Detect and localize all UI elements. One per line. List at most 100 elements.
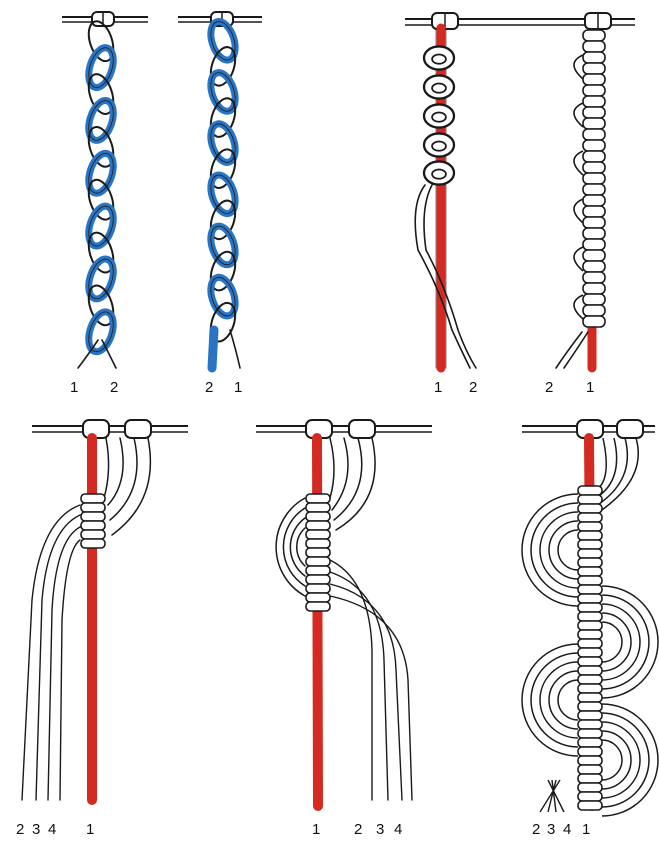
- half-hitch-coil: [583, 30, 605, 41]
- half-hitch-wrap: [306, 566, 330, 575]
- label-cord-1: 1: [312, 821, 320, 838]
- cord-end-1: [230, 330, 240, 368]
- half-hitch-coil: [583, 151, 605, 162]
- chain-loops: [84, 18, 118, 355]
- half-hitch-wrap: [81, 503, 105, 512]
- panel-4-vertical-half-hitch-complete: 2 1: [545, 13, 611, 396]
- half-hitch-wrap: [81, 494, 105, 503]
- half-hitch-wrap: [578, 495, 602, 504]
- half-hitch-wrap: [578, 720, 602, 729]
- half-hitch-bar: [81, 494, 105, 548]
- panel-2-alternating-half-hitch-chain: 2 1: [178, 12, 262, 396]
- fan-cords: [22, 438, 150, 800]
- wave-arc: [540, 662, 578, 738]
- half-hitch-wrap: [578, 711, 602, 720]
- wave-arc: [602, 713, 649, 807]
- wave-arc: [558, 530, 578, 570]
- half-hitch-wrap: [578, 783, 602, 792]
- half-hitch-wrap: [306, 557, 330, 566]
- lark-head-knot: [585, 13, 611, 29]
- half-hitch-wrap: [578, 693, 602, 702]
- half-hitch-wrap: [578, 792, 602, 801]
- fan-cord: [596, 438, 638, 514]
- stacked-half-hitches: [574, 30, 605, 327]
- half-hitch-coil: [583, 63, 605, 74]
- half-hitch-wrap: [306, 548, 330, 557]
- half-hitch-coil: [583, 272, 605, 283]
- label-cord-2: 2: [469, 379, 477, 396]
- wave-arc: [602, 622, 622, 662]
- half-hitch-wrap: [578, 612, 602, 621]
- half-hitch-wrap: [578, 513, 602, 522]
- panel-5-multi-cord-half-hitch-start: 2 3 4 1: [16, 420, 188, 838]
- half-hitch-coil: [583, 184, 605, 195]
- half-hitch-coil: [583, 316, 605, 327]
- half-hitch-coil: [583, 118, 605, 129]
- half-hitch-wrap: [306, 512, 330, 521]
- half-hitch-coil: [583, 41, 605, 52]
- half-hitch-wrap: [306, 602, 330, 611]
- half-hitch-coil: [583, 85, 605, 96]
- half-hitch-wrap: [578, 549, 602, 558]
- half-hitch-coil: [583, 195, 605, 206]
- half-hitch-wrap: [578, 756, 602, 765]
- wave-arc: [602, 740, 622, 780]
- coil-bulge: [574, 103, 583, 127]
- label-cord-2: 2: [532, 821, 540, 838]
- wave-arc: [531, 503, 578, 597]
- wave-arc: [558, 680, 578, 720]
- half-hitch-wrap: [578, 522, 602, 531]
- fan-cord: [596, 438, 606, 490]
- half-hitch-wrap: [578, 765, 602, 774]
- half-hitch-coil: [583, 239, 605, 250]
- half-hitch-wrap: [578, 567, 602, 576]
- wave-arc: [531, 653, 578, 747]
- half-hitch-wrap: [578, 540, 602, 549]
- coil-bulge: [574, 199, 583, 223]
- half-hitch-wrap: [578, 576, 602, 585]
- half-hitch-coil: [583, 74, 605, 85]
- label-cord-3: 3: [547, 821, 555, 838]
- half-hitch-wrap: [306, 503, 330, 512]
- half-hitch-wrap: [81, 512, 105, 521]
- half-hitch-coil: [583, 52, 605, 63]
- half-hitch-wrap: [578, 621, 602, 630]
- cord-end-2: [212, 330, 214, 368]
- half-hitch-coil: [583, 206, 605, 217]
- label-cord-1: 1: [586, 379, 594, 396]
- label-cord-4: 4: [48, 821, 56, 838]
- half-hitch-wrap: [578, 666, 602, 675]
- label-cord-2: 2: [545, 379, 553, 396]
- half-hitch-coil: [583, 140, 605, 151]
- label-cord-4: 4: [563, 821, 571, 838]
- half-hitch-wrap: [578, 531, 602, 540]
- half-hitch-wrap: [578, 684, 602, 693]
- half-hitch-coil: [583, 250, 605, 261]
- label-cord-4: 4: [394, 821, 402, 838]
- half-hitch-wrap: [578, 774, 602, 783]
- half-hitch-wrap: [578, 603, 602, 612]
- half-hitch-coil: [583, 107, 605, 118]
- half-hitch-wrap: [578, 648, 602, 657]
- half-hitch-wrap: [578, 504, 602, 513]
- panel-7-multi-cord-half-hitch-full-wave: 2 3 4 1: [522, 420, 658, 838]
- panel-1-alternating-half-hitch-chain: 1 2: [62, 12, 148, 396]
- working-cord: [556, 332, 582, 368]
- half-hitch-coil: [583, 305, 605, 316]
- half-hitch-wrap: [306, 584, 330, 593]
- half-hitch-wrap: [578, 639, 602, 648]
- coil-bulge: [574, 151, 583, 175]
- half-hitch-wrap: [578, 738, 602, 747]
- half-hitch-wrap: [578, 558, 602, 567]
- label-cord-2: 2: [205, 379, 213, 396]
- coil-bulge: [574, 295, 583, 319]
- half-hitch-wrap: [306, 521, 330, 530]
- half-hitch-wrap: [81, 530, 105, 539]
- half-hitch-coil: [583, 283, 605, 294]
- half-hitch-coil: [583, 294, 605, 305]
- label-cord-1: 1: [234, 379, 242, 396]
- half-hitch-coil: [583, 173, 605, 184]
- half-hitch-loops: [424, 46, 454, 184]
- label-cord-3: 3: [376, 821, 384, 838]
